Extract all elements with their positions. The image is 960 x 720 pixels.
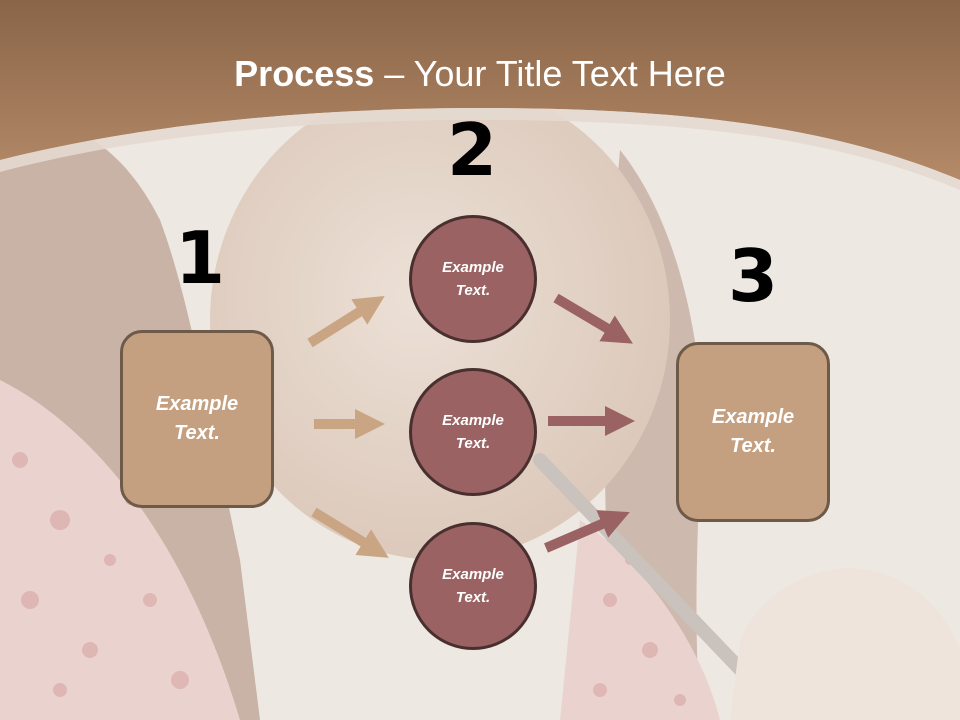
step-circle-middle: Example Text. xyxy=(409,368,537,496)
arrow-bottom-to-3 xyxy=(544,510,630,553)
step-circle-bottom: Example Text. xyxy=(409,522,537,650)
step-box-1: Example Text. xyxy=(120,330,274,508)
step-box-3: Example Text. xyxy=(676,342,830,522)
slide-title: Process – Your Title Text Here xyxy=(0,52,960,96)
step-circle-middle-text: Example Text. xyxy=(442,412,504,452)
step-number-1: 1 xyxy=(174,216,226,300)
arrow-1-to-bottom xyxy=(311,507,389,558)
step-circle-top: Example Text. xyxy=(409,215,537,343)
step-box-1-text: Example Text. xyxy=(155,393,239,444)
step-number-3: 3 xyxy=(727,234,779,318)
step-circle-top-text: Example Text. xyxy=(442,259,504,299)
step-circle-bottom-text: Example Text. xyxy=(442,566,504,606)
title-bold: Process xyxy=(234,53,375,94)
step-box-3-text: Example Text. xyxy=(711,406,795,457)
title-rest: – Your Title Text Here xyxy=(374,53,726,94)
arrow-top-to-3 xyxy=(553,293,633,344)
arrow-1-to-top xyxy=(307,296,385,348)
step-number-2: 2 xyxy=(446,108,498,192)
